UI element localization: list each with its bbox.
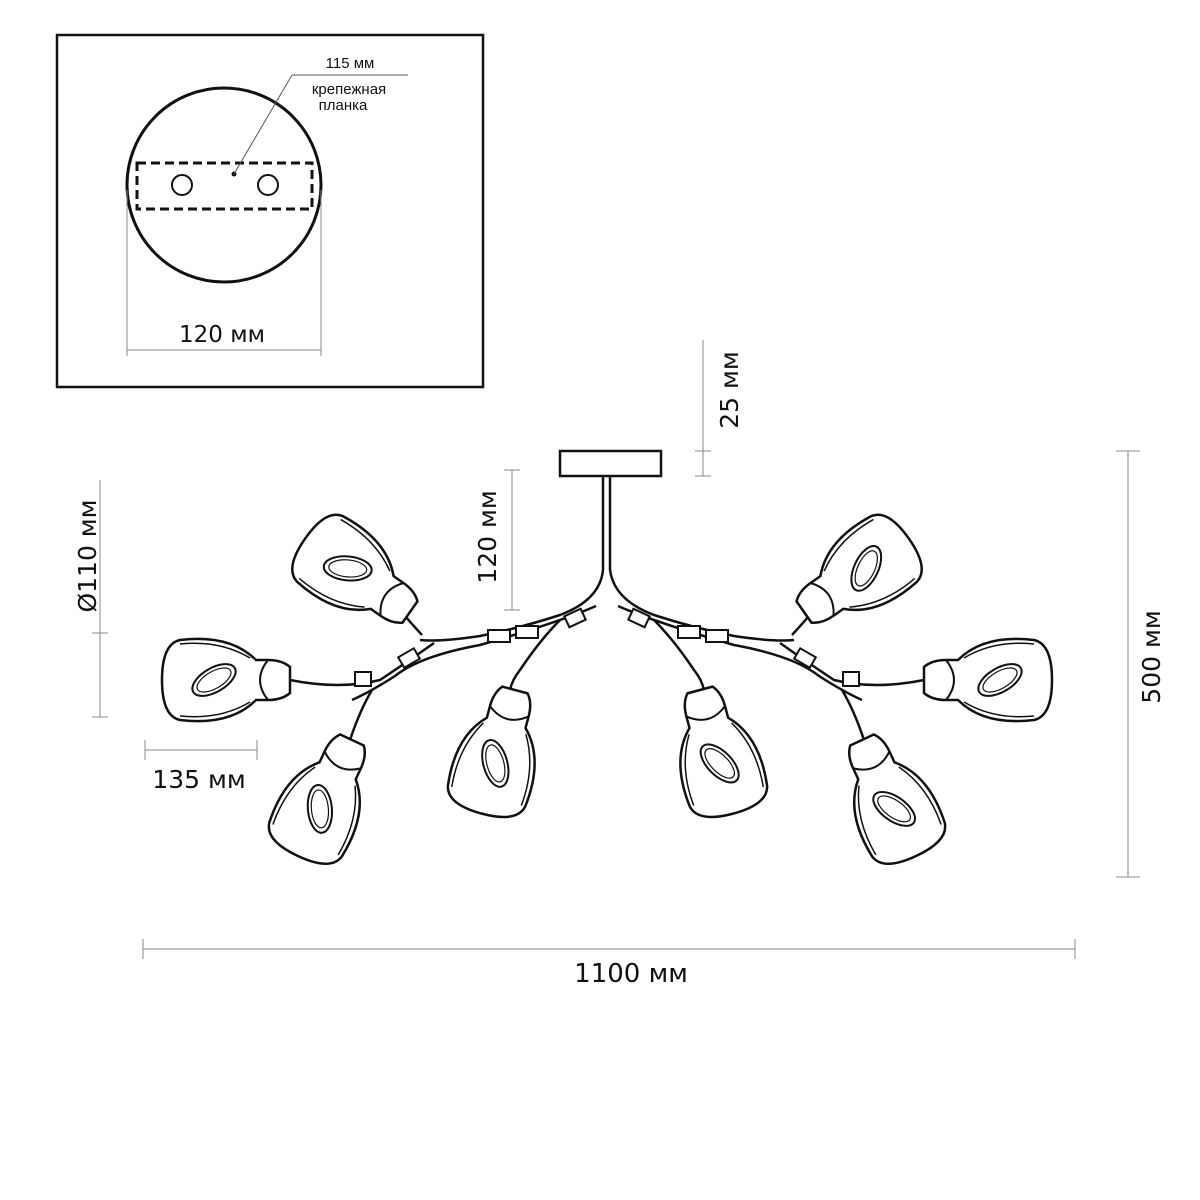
lamp-shade-center-left bbox=[440, 678, 556, 826]
lamp-shade-right-middle bbox=[922, 637, 1054, 723]
canopy-top-view-inset: 115 мм крепежная планка 120 мм bbox=[55, 33, 485, 389]
dimension-lines bbox=[92, 340, 1140, 959]
canopy-thickness-label: 25 мм bbox=[715, 351, 744, 428]
plate-name-line2: планка bbox=[319, 97, 368, 114]
arm-joints bbox=[354, 607, 860, 687]
total-width-label: 1100 мм bbox=[574, 959, 688, 989]
lamp-shade-center-right bbox=[659, 678, 775, 826]
inset-frame bbox=[55, 33, 485, 389]
rod-length-label: 120 мм bbox=[473, 490, 502, 583]
chandelier-front-view bbox=[160, 449, 1054, 875]
lamp-shade-right-lower bbox=[823, 721, 955, 875]
lamp-shade-left-upper bbox=[280, 503, 435, 647]
lamp-shade-left-lower bbox=[259, 721, 391, 875]
plate-width-label: 115 мм bbox=[326, 55, 375, 72]
mounting-hole-right bbox=[257, 174, 279, 196]
canopy-circle bbox=[125, 86, 323, 284]
lamp-shade-right-upper bbox=[779, 503, 934, 647]
canopy-diameter-label: 120 мм bbox=[179, 322, 265, 348]
mounting-hole-left bbox=[171, 174, 193, 196]
shade-diameter-label: Ø110 мм bbox=[73, 499, 102, 612]
canopy-side bbox=[558, 449, 663, 478]
plate-name-line1: крепежная bbox=[312, 81, 386, 98]
mounting-plate bbox=[135, 161, 314, 211]
lamp-shade-left-middle bbox=[160, 637, 292, 723]
plate-leader-line bbox=[233, 74, 293, 175]
shade-length-label: 135 мм bbox=[152, 765, 245, 794]
total-height-label: 500 мм bbox=[1137, 610, 1166, 703]
